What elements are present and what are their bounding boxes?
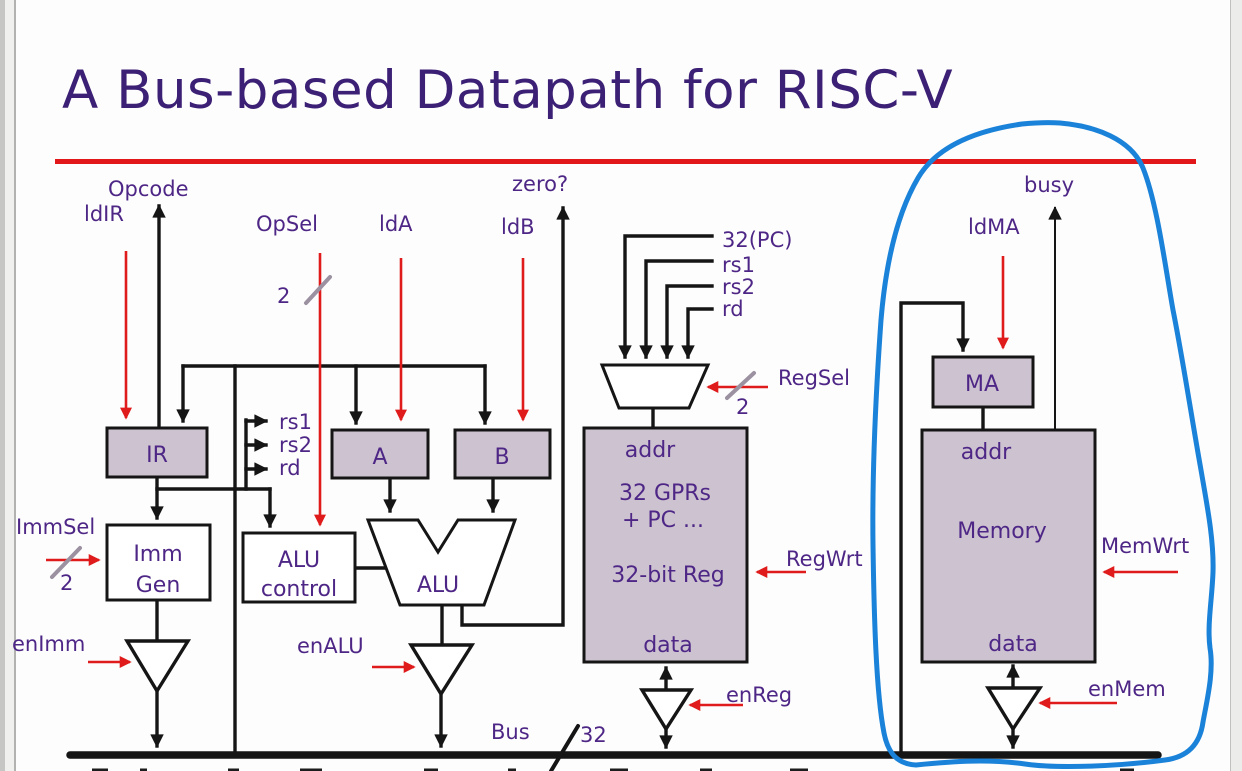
- bitwidth-slashes: [50, 275, 756, 579]
- b-register-box: [453, 428, 552, 480]
- busy-label: busy: [1024, 173, 1074, 197]
- ir-register-box: [105, 426, 209, 479]
- ma-register-box: [931, 355, 1035, 409]
- ldma-label: ldMA: [968, 215, 1020, 239]
- bus-label: Bus: [491, 720, 530, 744]
- mux-rs1-label: rs1: [722, 253, 755, 277]
- slide-title: A Bus-based Datapath for RISC-V: [62, 60, 954, 121]
- alu-control-box: [241, 531, 357, 604]
- immsel-label: ImmSel: [16, 515, 95, 539]
- memory-box: [920, 428, 1097, 664]
- zero-label: zero?: [512, 172, 568, 196]
- ir-rs1-label: rs1: [279, 410, 312, 434]
- ma-label: MA: [965, 372, 999, 397]
- alu-unit: [365, 518, 518, 607]
- wire-bus-to-ma: [899, 301, 970, 757]
- wire-mux-in-rs2: [660, 284, 714, 359]
- enimm-label: enImm: [12, 632, 85, 656]
- enreg-label: enReg: [726, 683, 792, 707]
- regsel-width-slash: [725, 371, 756, 400]
- cutoff-text-fragments: [92, 768, 1134, 771]
- signal-labels: Opcode ldIR OpSel ldA ldB zero? busy ldM…: [12, 172, 1189, 747]
- ir-label: IR: [146, 443, 168, 468]
- immsel-width-slash: [50, 546, 82, 579]
- immsel-width-label: 2: [60, 571, 73, 595]
- pc32-input-label: 32(PC): [722, 228, 792, 252]
- ir-rs2-label: rs2: [279, 433, 312, 457]
- mux-rs2-label: rs2: [722, 275, 755, 299]
- memory-data-port: data: [988, 632, 1038, 657]
- wire-zero-out: [460, 206, 570, 627]
- regfile-addr-port: addr: [625, 438, 676, 463]
- ldb-label: ldB: [501, 215, 535, 239]
- memory-addr-port: addr: [961, 440, 1012, 465]
- opcode-label: Opcode: [108, 177, 189, 201]
- bus-width-slash: [549, 724, 580, 771]
- alu-label: ALU: [417, 573, 459, 598]
- opsel-width-slash: [304, 275, 332, 305]
- immgen-label-line1: Imm: [133, 542, 182, 567]
- block-labels: IR A B Imm Gen ALU control ALU MA addr 3…: [133, 372, 1046, 658]
- slide-right-border: [1230, 0, 1242, 771]
- page-left-margin: [0, 0, 5, 771]
- ir-rd-label: rd: [279, 456, 301, 480]
- a-label: A: [372, 445, 387, 470]
- wire-mux-in-rd: [681, 307, 714, 359]
- enalu-label: enALU: [297, 634, 364, 658]
- wire-mux-in-pc: [618, 234, 714, 359]
- ldir-label: ldIR: [84, 202, 124, 226]
- memwrt-label: MemWrt: [1101, 534, 1189, 558]
- register-file-box: [582, 426, 749, 664]
- wire-mux-in-rs1: [639, 259, 714, 359]
- regfile-line1: 32 GPRs: [619, 481, 711, 506]
- lda-label: ldA: [379, 212, 413, 236]
- opsel-label: OpSel: [256, 212, 318, 236]
- mux-rd-label: rd: [722, 297, 744, 321]
- alucontrol-label-line2: control: [261, 577, 337, 602]
- enalu-driver-triangle: [407, 643, 476, 698]
- slide-left-border: [5, 0, 16, 771]
- memory-section-annotation-circle: [870, 120, 1216, 770]
- imm-gen-box: [105, 523, 212, 602]
- enmem-label: enMem: [1088, 677, 1166, 701]
- alucontrol-label-line1: ALU: [278, 548, 320, 573]
- regwrt-label: RegWrt: [786, 547, 863, 571]
- immgen-label-line2: Gen: [136, 573, 181, 598]
- regsel-label: RegSel: [778, 366, 850, 390]
- memory-label: Memory: [957, 519, 1046, 544]
- regsel-mux: [599, 363, 711, 410]
- regfile-line2: + PC ...: [622, 508, 704, 533]
- a-register-box: [330, 428, 430, 480]
- enreg-driver-triangle: [638, 688, 695, 733]
- black-wires: [66, 204, 1162, 771]
- b-label: B: [494, 445, 509, 470]
- opsel-width-label: 2: [277, 284, 290, 308]
- title-underline: [55, 159, 1196, 164]
- red-control-wires: [46, 251, 1178, 711]
- regfile-line3: 32-bit Reg: [611, 563, 724, 588]
- regfile-data-port: data: [643, 633, 693, 658]
- regsel-width-label: 2: [736, 395, 749, 419]
- bus-width-label: 32: [580, 723, 607, 747]
- enmem-driver-triangle: [984, 686, 1044, 733]
- enimm-driver-triangle: [123, 639, 192, 695]
